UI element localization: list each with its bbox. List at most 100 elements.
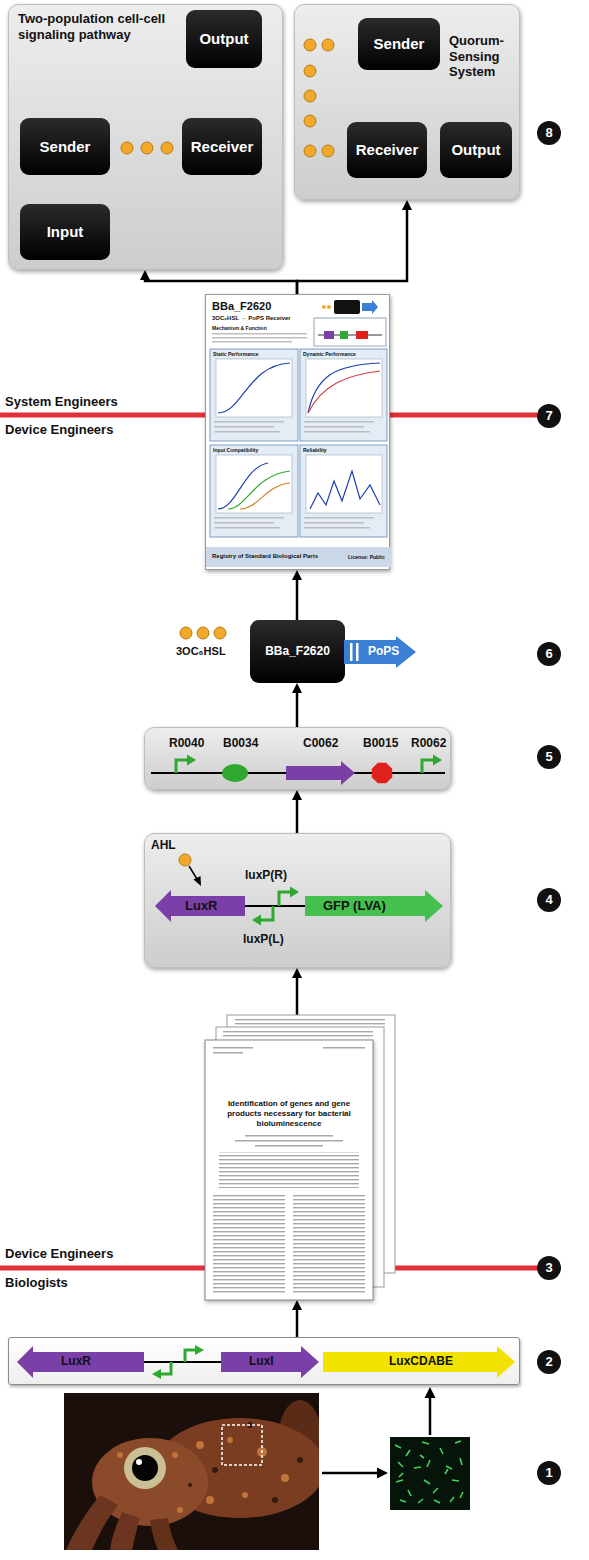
connector: [292, 683, 302, 727]
node-text: LuxR: [61, 1354, 91, 1368]
node-text: Receiver: [191, 138, 254, 156]
text-slot: Two-population cell-cell signaling pathw…: [18, 11, 190, 42]
connector: [140, 270, 297, 294]
node-text: PoPS: [368, 644, 399, 658]
role-label: Device Engineers: [5, 1246, 113, 1262]
node-text: LuxCDABE: [389, 1354, 453, 1368]
role-label: System Engineers: [5, 394, 118, 410]
connector: [292, 570, 302, 620]
role-label: 3OC₆HSL: [176, 645, 226, 658]
node-text: LuxI: [249, 1354, 274, 1368]
connector: [292, 1300, 302, 1337]
text-slot: LuxCDABE: [389, 1354, 453, 1368]
connector-line: [296, 1309, 299, 1337]
text-slot: BBa_F2620: [212, 300, 271, 313]
system-panel: Two-population cell-cell signaling pathw…: [8, 4, 283, 270]
text-slot: B0015: [363, 736, 398, 750]
process-box: Input: [20, 204, 110, 260]
signal-molecules: [180, 627, 226, 639]
node-text: BBa_F2620: [265, 644, 330, 658]
datasheet: BBa_F26203OC₆HSL → PoPS ReceiverMechanis…: [205, 294, 390, 570]
arrow-head: [292, 968, 302, 978]
callout-badge: 2: [537, 1350, 561, 1374]
callout-badge: 3: [537, 1256, 561, 1280]
callout-number: 5: [545, 749, 552, 765]
text-slot: C0062: [303, 736, 338, 750]
callout-number: 7: [545, 408, 552, 424]
text-slot: R0040: [169, 736, 204, 750]
connector-line: [296, 692, 299, 727]
node-text: Two-population cell-cell signaling pathw…: [18, 11, 190, 42]
callout-badge: 1: [537, 1461, 561, 1485]
connector-line: [297, 209, 407, 294]
node-text: LuxR: [185, 898, 218, 914]
arrow-head: [140, 270, 150, 280]
callout-number: 1: [545, 1465, 552, 1481]
connector-line: [145, 279, 297, 294]
text-slot: Registry of Standard Biological Parts: [212, 553, 318, 560]
role-label: Device Engineers: [5, 422, 113, 438]
flow-arrow: [322, 1387, 436, 1479]
callout-number: 8: [545, 125, 552, 141]
node-text: Sender: [40, 138, 91, 156]
node-text: Dynamic Performance: [303, 351, 356, 357]
process-box: Receiver: [347, 122, 427, 178]
arrow-head: [292, 790, 302, 800]
process-box: Receiver: [182, 118, 262, 175]
node-text: R0040: [169, 736, 204, 750]
node-text: 3OC₆HSL → PoPS Receiver: [212, 315, 291, 322]
label-slot: Biologists: [5, 1275, 68, 1291]
text-slot: B0034: [223, 736, 258, 750]
device-box: BBa_F2620: [250, 620, 345, 683]
label-slot: Device Engineers: [5, 1246, 113, 1262]
connector: [297, 200, 412, 294]
system-panel: Quorum-Sensing System SenderReceiver Outpu…: [294, 4, 520, 200]
datasheet-art: [206, 295, 391, 571]
label-slot: System Engineers: [5, 394, 118, 410]
connector-line: [296, 579, 299, 620]
text-slot: PoPS: [368, 644, 399, 658]
construct-panel: AHLLuxRluxP(R)GFP (LVA)luxP(L): [144, 833, 451, 968]
squid-photo: [64, 1393, 319, 1550]
text-slot: luxP(R): [245, 868, 287, 882]
text-slot: 3OC₆HSL → PoPS Receiver: [212, 315, 291, 322]
process-box: Sender: [20, 118, 110, 175]
node-text: Quorum-Sensing System: [449, 33, 517, 80]
callout-badge: 7: [537, 404, 561, 428]
process-box: Output: [186, 10, 262, 68]
text-slot: AHL: [151, 838, 176, 852]
text-slot: LuxR: [61, 1354, 91, 1368]
node-text: License: Public: [348, 554, 385, 560]
arrow-head: [402, 200, 412, 210]
text-slot: Identification of genes and gene product…: [219, 1099, 359, 1129]
connector: [292, 968, 302, 1015]
connector-line: [296, 977, 299, 1015]
text-slot: Reliability: [303, 447, 327, 453]
callout-badge: 5: [537, 745, 561, 769]
callout-number: 2: [545, 1354, 552, 1370]
node-text: Reliability: [303, 447, 327, 453]
label-slot: Device Engineers: [5, 422, 113, 438]
arrow-head: [292, 683, 302, 693]
text-slot: luxP(L): [243, 932, 284, 946]
node-text: AHL: [151, 838, 176, 852]
node-text: B0015: [363, 736, 398, 750]
process-box: Output: [440, 122, 512, 178]
callout-badge: 4: [537, 888, 561, 912]
text-slot: License: Public: [348, 554, 385, 560]
text-slot: LuxI: [249, 1354, 274, 1368]
node-text: Input: [47, 223, 84, 241]
connector-line: [296, 799, 299, 833]
connector: [292, 790, 302, 833]
node-text: Receiver: [356, 141, 419, 159]
node-text: Sender: [374, 35, 425, 53]
paper-stack: Identification of genes and gene product…: [205, 1015, 395, 1300]
operon-box: LuxR LuxI LuxCDABE: [8, 1337, 520, 1385]
output-arrow: PoPS: [344, 636, 416, 668]
callout-number: 3: [545, 1260, 552, 1276]
text-slot: R0062: [411, 736, 446, 750]
text-slot: Input Compatibility: [213, 447, 258, 453]
node-text: B0034: [223, 736, 258, 750]
